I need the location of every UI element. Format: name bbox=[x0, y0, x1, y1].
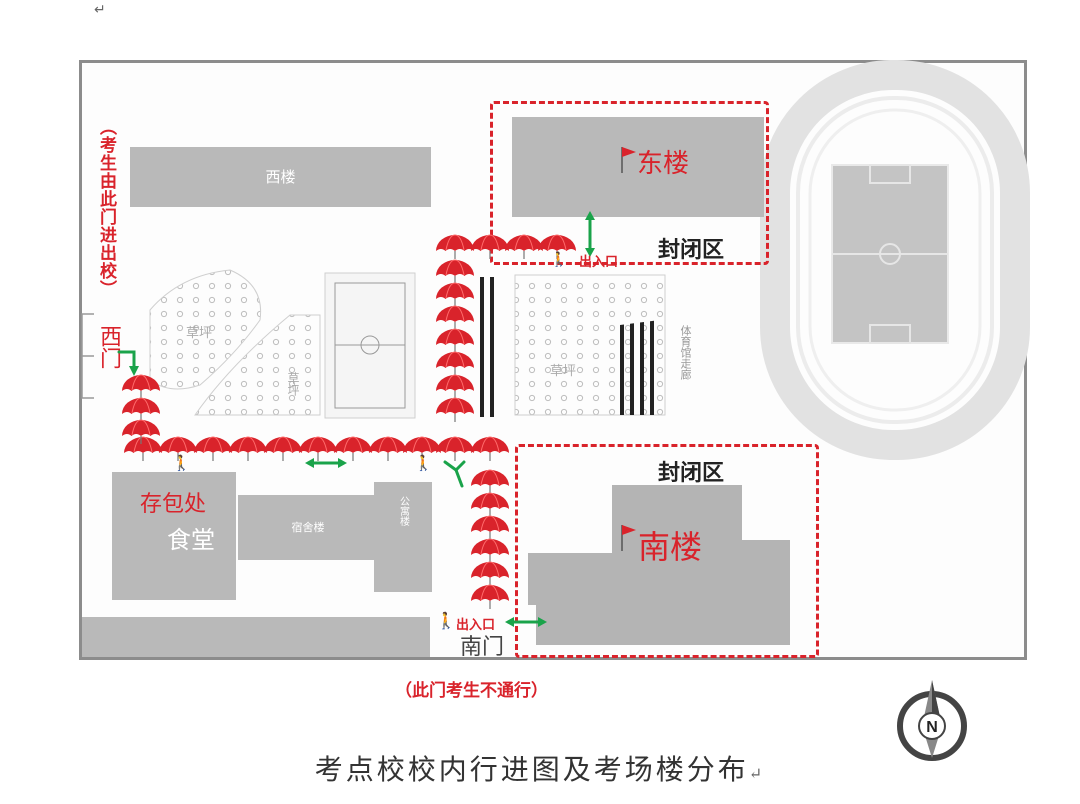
east-building-label: 东楼 bbox=[637, 149, 690, 179]
canteen-label: 食堂 bbox=[167, 526, 215, 554]
south-building-label: 南楼 bbox=[638, 528, 703, 566]
canteen-building bbox=[112, 472, 236, 600]
east-building bbox=[512, 117, 764, 217]
west-gate-bracket bbox=[81, 313, 94, 399]
walker-icon: 🚶 bbox=[414, 454, 433, 472]
exit-entry-bottom-label: 出入口 bbox=[456, 618, 496, 633]
lawn-left-label: 草坪 bbox=[186, 326, 213, 341]
no-pass-note: （此门考生不通行） bbox=[395, 681, 548, 701]
closed-zone-top bbox=[490, 101, 769, 265]
apartment-label: 公寓楼 bbox=[397, 496, 409, 526]
compass-icon: N bbox=[897, 680, 967, 761]
south-gate-label: 南门 bbox=[460, 635, 505, 660]
lawn-areas bbox=[149, 269, 666, 419]
baggage-label: 存包处 bbox=[140, 492, 207, 517]
west-gate-label: 西门 bbox=[96, 325, 121, 369]
south-building bbox=[528, 485, 790, 645]
exit-entry-top-label: 出入口 bbox=[579, 255, 619, 270]
closed-zone-bottom bbox=[515, 444, 819, 658]
map-caption: 考点校校内行进图及考场楼分布↵ bbox=[0, 748, 1080, 788]
west-building-label: 西楼 bbox=[265, 168, 296, 186]
entry-note: （考生由此门进出校） bbox=[96, 118, 116, 298]
west-building: 西楼 bbox=[130, 147, 431, 207]
lawn-mid-label: 草坪 bbox=[286, 372, 300, 396]
flag-icon bbox=[621, 525, 636, 551]
walker-icon: 🚶 bbox=[172, 454, 191, 472]
bottom-left-building bbox=[82, 617, 430, 657]
compass-letter: N bbox=[926, 719, 938, 736]
apartment-building: 公寓楼 bbox=[374, 482, 432, 592]
gym-corridor-label: 体育馆走廊 bbox=[679, 325, 692, 380]
flag-icon bbox=[621, 147, 636, 173]
map-caption-text: 考点校校内行进图及考场楼分布 bbox=[314, 753, 749, 786]
paragraph-mark: ↵ bbox=[94, 2, 106, 18]
closed-zone-bottom-label: 封闭区 bbox=[658, 461, 725, 486]
paragraph-mark: ↵ bbox=[748, 764, 766, 783]
closed-zone-top-label: 封闭区 bbox=[658, 238, 725, 263]
dorm-label: 宿舍楼 bbox=[291, 521, 325, 534]
lawn-right-label: 草坪 bbox=[550, 364, 577, 379]
running-track bbox=[760, 60, 1030, 460]
walker-icon: 🚶 bbox=[436, 611, 456, 630]
walker-icon: 🚶 bbox=[550, 252, 568, 268]
dorm-building: 宿舍楼 bbox=[238, 495, 378, 560]
